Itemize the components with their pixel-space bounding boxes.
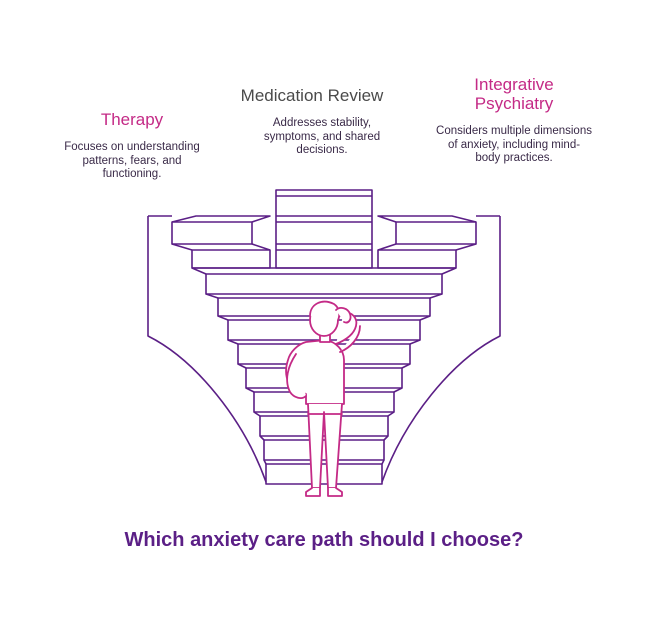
right-funnel-wall <box>381 216 501 483</box>
decision-question: Which anxiety care path should I choose? <box>124 529 524 551</box>
therapy-title: Therapy <box>100 110 164 129</box>
confused-person <box>285 300 361 497</box>
medication-review-description: Addresses stability, symptoms, and share… <box>263 117 381 156</box>
integrative-psychiatry-description: Considers multiple dimensions of anxiety… <box>436 125 592 164</box>
person-left-foot <box>305 487 321 497</box>
integrative-psychiatry-title: Integrative Psychiatry <box>474 75 554 113</box>
person-legs <box>307 403 343 489</box>
left-funnel-wall <box>147 216 267 483</box>
person-hair <box>309 300 341 321</box>
person-right-foot <box>327 487 343 497</box>
person-left-arm <box>286 353 307 399</box>
center-top-block <box>275 189 373 269</box>
right-top-steps <box>377 215 477 269</box>
medication-review-title: Medication Review <box>240 86 384 105</box>
therapy-description: Focuses on understanding patterns, fears… <box>64 141 200 180</box>
stairs-funnel <box>147 189 501 485</box>
left-top-steps <box>171 215 271 269</box>
person-hand <box>335 307 352 324</box>
